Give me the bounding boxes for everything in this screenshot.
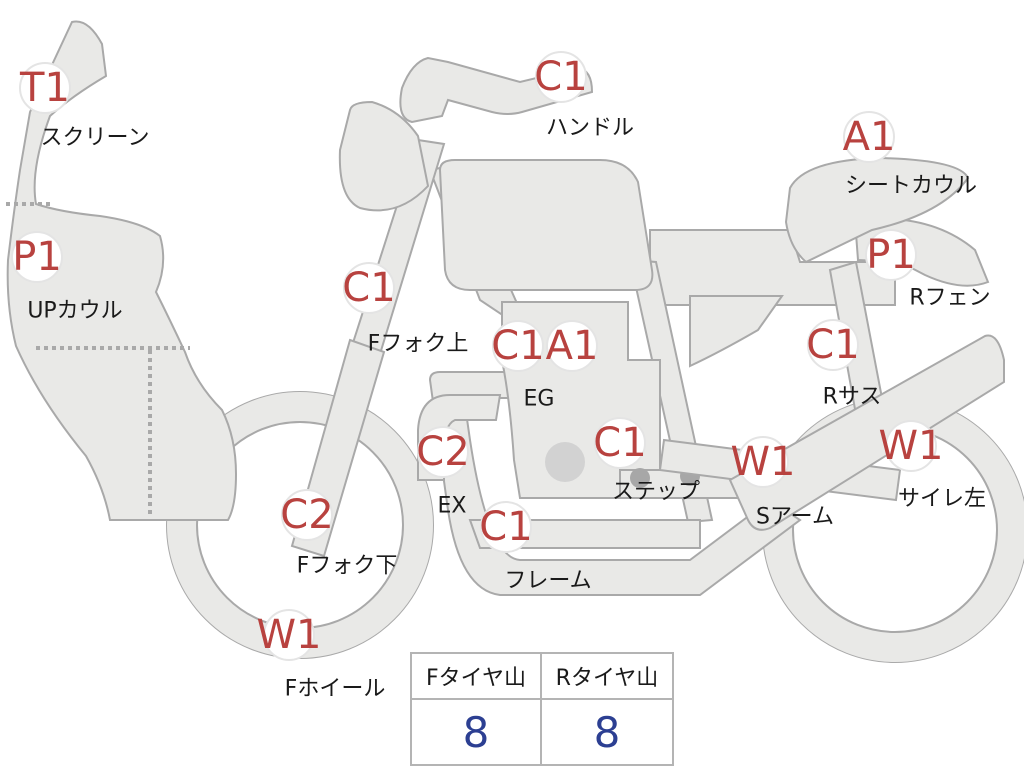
damage-code: A1 bbox=[546, 323, 599, 369]
step-peg bbox=[630, 468, 650, 488]
badge-circle bbox=[263, 609, 315, 661]
damage-code-badge: C2 bbox=[416, 426, 470, 478]
part-name-label: Rフェン bbox=[909, 286, 990, 311]
badge-circle bbox=[480, 501, 532, 553]
damage-code: C1 bbox=[534, 54, 587, 100]
part-name-label: Sアーム bbox=[756, 505, 834, 530]
part-name-label: ハンドル bbox=[546, 116, 634, 141]
rear-tire-header: Rタイヤ山 bbox=[542, 654, 672, 700]
damage-code-badge: A1 bbox=[546, 320, 599, 372]
headlight-stay bbox=[338, 100, 430, 212]
part-name-label: サイレ左 bbox=[898, 487, 986, 512]
damage-code: C1 bbox=[806, 322, 859, 368]
seat-cowl-shape bbox=[784, 156, 970, 264]
damage-code-badge: C1 bbox=[491, 320, 545, 372]
damage-code-badge: C1 bbox=[479, 501, 533, 553]
badge-circle bbox=[492, 320, 544, 372]
damage-code-badge: C1 bbox=[593, 417, 647, 469]
tire-tread-table: Fタイヤ山 Rタイヤ山 8 8 bbox=[410, 652, 674, 766]
badge-circle bbox=[594, 417, 646, 469]
silencer-shape bbox=[728, 334, 1005, 531]
damage-code: P1 bbox=[866, 232, 916, 278]
part-name-label: Rサス bbox=[823, 385, 882, 410]
damage-code: W1 bbox=[731, 439, 796, 485]
damage-code-badge: A1 bbox=[843, 111, 896, 163]
badge-circle bbox=[865, 229, 917, 281]
engine-cover bbox=[545, 442, 585, 482]
badge-circle bbox=[843, 111, 895, 163]
rear-cowl-wedge bbox=[689, 295, 784, 368]
front-tire-header: Fタイヤ山 bbox=[412, 654, 542, 700]
part-name-label: シートカウル bbox=[845, 174, 977, 199]
part-name-label: フレーム bbox=[504, 569, 591, 594]
damage-code-badge: W1 bbox=[257, 609, 322, 661]
part-name-label: ステップ bbox=[612, 480, 700, 505]
damage-code: W1 bbox=[257, 612, 322, 658]
part-name-label: Fホイール bbox=[285, 677, 386, 702]
front-cowl-shape bbox=[6, 20, 238, 521]
part-name-label: Fフォク上 bbox=[368, 332, 469, 357]
damage-code: C1 bbox=[593, 420, 646, 466]
badge-circle bbox=[343, 262, 395, 314]
badge-circle bbox=[281, 489, 333, 541]
damage-code-badge: P1 bbox=[865, 229, 917, 281]
rear-tire-value: 8 bbox=[593, 707, 621, 757]
damage-code-badge: W1 bbox=[731, 436, 796, 488]
damage-code: C1 bbox=[342, 265, 395, 311]
damage-code-badge: C1 bbox=[342, 262, 396, 314]
badge-circle bbox=[535, 51, 587, 103]
damage-code-badge: T1 bbox=[19, 62, 71, 114]
damage-code: W1 bbox=[879, 423, 944, 469]
damage-code: T1 bbox=[19, 65, 70, 111]
badge-circle bbox=[546, 320, 598, 372]
damage-code-badge: C1 bbox=[806, 319, 860, 371]
badge-circle bbox=[885, 420, 937, 472]
damage-code-badge: P1 bbox=[11, 231, 63, 283]
badge-circle bbox=[807, 319, 859, 371]
damage-code-badge: C2 bbox=[280, 489, 334, 541]
fuel-tank bbox=[438, 159, 654, 291]
damage-code: P1 bbox=[12, 234, 62, 280]
damage-code: C2 bbox=[280, 492, 333, 538]
damage-code: C1 bbox=[491, 323, 544, 369]
damage-code-badge: W1 bbox=[879, 420, 944, 472]
part-name-label: Fフォク下 bbox=[297, 554, 398, 579]
damage-code: C2 bbox=[416, 429, 469, 475]
damage-code: A1 bbox=[843, 114, 896, 160]
badge-circle bbox=[19, 62, 71, 114]
damage-code: C1 bbox=[479, 504, 532, 550]
part-name-label: EG bbox=[524, 387, 555, 412]
part-name-label: スクリーン bbox=[41, 126, 150, 151]
damage-code-badge: C1 bbox=[534, 51, 588, 103]
badge-circle bbox=[737, 436, 789, 488]
part-name-label: EX bbox=[438, 494, 467, 519]
badge-circle bbox=[11, 231, 63, 283]
badge-circle bbox=[417, 426, 469, 478]
front-tire-value: 8 bbox=[412, 700, 542, 764]
part-name-label: UPカウル bbox=[27, 299, 122, 324]
